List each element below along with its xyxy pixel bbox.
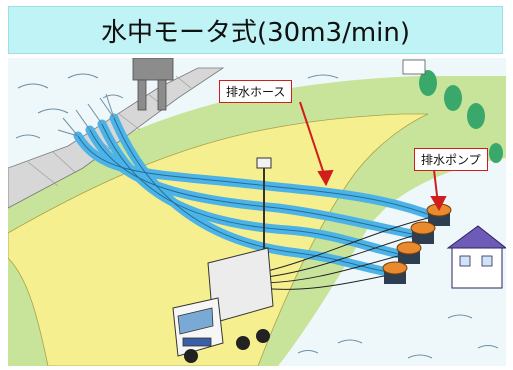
drain-hose-label: 排水ホース [219, 80, 293, 103]
water-spray [57, 93, 115, 137]
pump-arrow-head [430, 196, 447, 212]
pump-4 [382, 261, 408, 284]
pump-truck [172, 247, 274, 363]
distant-house [402, 59, 426, 75]
drain-pump-label: 排水ポンプ [414, 148, 488, 171]
illustration [8, 58, 506, 366]
stone-pattern [27, 75, 192, 187]
house [446, 225, 506, 289]
hose-outlines [77, 117, 439, 274]
drain-pumps [382, 203, 452, 284]
callout-arrows [299, 101, 447, 212]
stone-embankment [8, 67, 225, 209]
sluice-gate [132, 58, 174, 111]
power-cables [257, 217, 429, 290]
pump-3 [396, 241, 422, 264]
hose-arrow-head [317, 169, 334, 187]
page-title: 水中モータ式(30m3/min) [8, 6, 503, 54]
pump-2 [410, 221, 436, 244]
hose-arrow-line [299, 101, 327, 181]
